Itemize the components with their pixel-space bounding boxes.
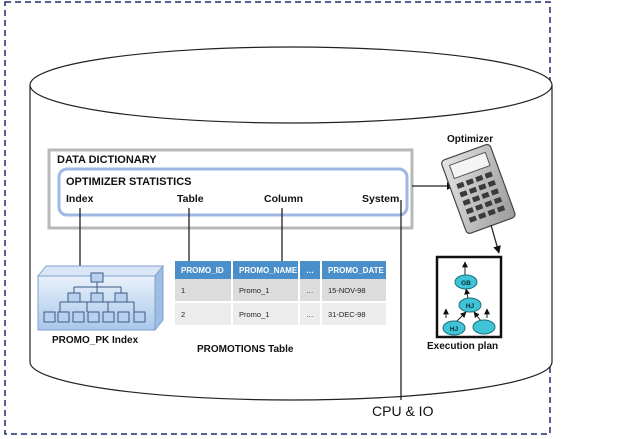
stat-table-label: Table	[177, 193, 204, 205]
promotions-table: PROMO_ID PROMO_NAME … PROMO_DATE 1 Promo…	[175, 261, 388, 327]
table-caption: PROMOTIONS Table	[197, 344, 294, 355]
column-header: PROMO_DATE	[321, 261, 388, 279]
table-cell: 31-DEC-98	[321, 302, 388, 327]
optimizer-statistics-title: OPTIMIZER STATISTICS	[66, 176, 192, 188]
table-cell: …	[299, 279, 322, 303]
optimizer-statistics-box	[57, 167, 409, 217]
table-cell: 15-NOV-98	[321, 279, 388, 303]
stat-system-label: System	[362, 193, 400, 205]
column-header: …	[299, 261, 322, 279]
table-cell: Promo_1	[232, 302, 300, 327]
execution-plan-graphic: GB HJ HJ	[435, 255, 503, 339]
plan-node-hj-lower: HJ	[450, 326, 459, 333]
arrow-to-plan	[490, 224, 501, 254]
table-cell: Promo_1	[232, 279, 300, 303]
execution-plan-caption: Execution plan	[427, 341, 499, 352]
plan-node-hj-upper: HJ	[466, 303, 475, 310]
column-header: PROMO_NAME	[232, 261, 300, 279]
calculator-icon	[441, 143, 516, 234]
cpu-io-label: CPU & IO	[372, 403, 434, 419]
column-header: PROMO_ID	[175, 261, 233, 279]
table-cell: 1	[175, 279, 233, 303]
optimizer-label: Optimizer	[447, 134, 494, 145]
table-row: 2 Promo_1 … 31-DEC-98	[175, 302, 388, 327]
index-caption: PROMO_PK Index	[52, 335, 139, 346]
stat-column-label: Column	[264, 193, 304, 205]
data-dictionary-title: DATA DICTIONARY	[57, 154, 157, 166]
table-header-row: PROMO_ID PROMO_NAME … PROMO_DATE	[175, 261, 388, 279]
stat-index-label: Index	[66, 193, 94, 205]
table-cell: 2	[175, 302, 233, 327]
plan-node-gb: GB	[461, 280, 471, 287]
table-row: 1 Promo_1 … 15-NOV-98	[175, 279, 388, 303]
index-tree-graphic	[36, 264, 165, 332]
table-cell: …	[299, 302, 322, 327]
